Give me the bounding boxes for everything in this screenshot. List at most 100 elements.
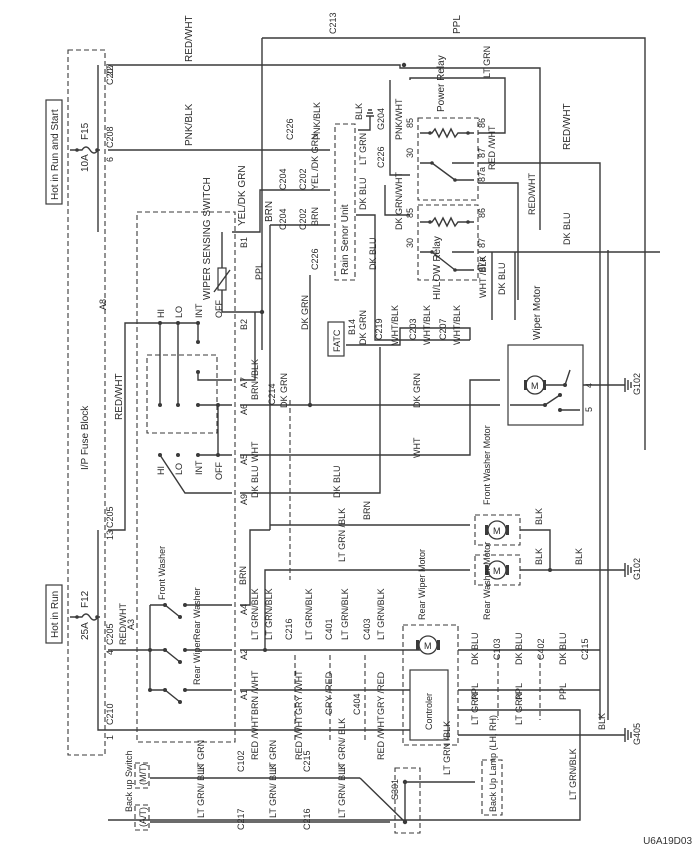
svg-text:C216: C216 — [302, 808, 312, 830]
wire-dkgrn-wht — [384, 185, 410, 216]
rear-wiper-washer-switch: Front Washer Rear Washer Rear Wiper — [148, 546, 232, 704]
splice-s301: S301 — [359, 767, 421, 834]
svg-text:WHT/BLK: WHT/BLK — [452, 305, 462, 345]
svg-text:M: M — [493, 566, 501, 576]
ground-g405-icon — [624, 728, 632, 742]
svg-text:Back up Switch: Back up Switch — [124, 750, 134, 812]
svg-text:RED/WHT: RED/WHT — [562, 103, 573, 150]
svg-text:BLK: BLK — [354, 103, 364, 120]
svg-text:LT GRN: LT GRN — [482, 46, 492, 78]
svg-text:LO: LO — [174, 463, 184, 475]
ground-g102-top-label: G102 — [632, 373, 642, 395]
svg-text:DK GRN: DK GRN — [300, 295, 310, 330]
svg-text:Front Washer Motor: Front Washer Motor — [482, 425, 492, 505]
variable-resistor — [213, 232, 232, 313]
svg-text:RED/WHT: RED/WHT — [184, 15, 195, 62]
svg-text:C213: C213 — [328, 12, 338, 34]
svg-text:B14: B14 — [347, 319, 357, 335]
svg-text:DK BLU: DK BLU — [558, 632, 568, 665]
svg-text:PNK/BLK: PNK/BLK — [312, 102, 322, 140]
svg-text:DK BLU: DK BLU — [358, 177, 368, 210]
svg-text:Hot in Run: Hot in Run — [50, 591, 61, 638]
svg-text:C404: C404 — [352, 693, 362, 715]
svg-text:DK GRN/WHT: DK GRN/WHT — [394, 172, 404, 230]
svg-text:LT GRN/BLK: LT GRN/BLK — [250, 588, 260, 640]
svg-text:RED /WHT: RED /WHT — [294, 715, 304, 760]
rear-wiper-motor: M Rear Wiper Motor — [402, 549, 459, 746]
svg-text:DK BLU: DK BLU — [514, 632, 524, 665]
svg-text:LT GRN/ BLK: LT GRN/ BLK — [337, 764, 347, 818]
controller: Controler — [409, 669, 449, 741]
svg-text:WHT: WHT — [250, 441, 260, 462]
svg-text:WHT/BLK: WHT/BLK — [422, 305, 432, 345]
svg-text:M: M — [424, 641, 432, 651]
svg-text:C214: C214 — [267, 383, 277, 405]
svg-text:C207: C207 — [438, 318, 448, 340]
front-wiper-switch-bottom: HI LO INT OFF — [156, 453, 232, 494]
svg-text:86: 86 — [477, 208, 487, 218]
figure-id: U6A19D03 — [643, 836, 692, 847]
svg-text:C215: C215 — [580, 638, 590, 660]
svg-text:LT GRN/ BLK: LT GRN/ BLK — [268, 764, 278, 818]
svg-text:GRY /RED: GRY /RED — [324, 671, 334, 715]
svg-text:BRN: BRN — [238, 566, 248, 585]
svg-text:C202: C202 — [298, 168, 308, 190]
svg-text:Rear Wiper Motor: Rear Wiper Motor — [417, 549, 427, 620]
svg-text:C402: C402 — [536, 638, 546, 660]
svg-text:WHT/BLK: WHT/BLK — [390, 305, 400, 345]
wire-red-wht-87 — [478, 162, 601, 450]
svg-text:85: 85 — [405, 208, 415, 218]
svg-text:PPL: PPL — [514, 683, 524, 700]
conn-c205-4: C205 — [105, 623, 115, 645]
hot-in-run-and-start-label: Hot in Run and Start — [45, 99, 63, 205]
svg-text:LT GRN: LT GRN — [358, 133, 368, 165]
svg-text:PPL: PPL — [558, 683, 568, 700]
svg-text:LT GRN/BLK: LT GRN/BLK — [340, 588, 350, 640]
svg-text:BRN /BLK: BRN /BLK — [250, 359, 260, 400]
svg-text:LT GRN /BLK: LT GRN /BLK — [442, 721, 452, 775]
svg-text:DK BLU: DK BLU — [250, 465, 260, 498]
svg-text:87: 87 — [477, 148, 487, 158]
fuse-block-title: I/P Fuse Block — [80, 405, 91, 470]
svg-text:C204: C204 — [278, 208, 288, 230]
svg-text:C217: C217 — [236, 808, 246, 830]
svg-text:LT GRN/BLK: LT GRN/BLK — [568, 748, 578, 800]
ground-g102-top-icon — [624, 378, 632, 392]
svg-text:GRY /WHT: GRY /WHT — [294, 670, 304, 715]
svg-text:LO: LO — [174, 306, 184, 318]
wiper-switch-outline — [136, 211, 236, 743]
wiper-motor: Wiper Motor M — [507, 285, 584, 426]
svg-text:DK BLU: DK BLU — [497, 262, 507, 295]
svg-text:LT GRN/BLK: LT GRN/BLK — [264, 588, 274, 640]
svg-text:C215: C215 — [302, 750, 312, 772]
svg-text:INT: INT — [194, 303, 204, 318]
conn-c205-13: C205 — [105, 506, 115, 528]
svg-text:S301: S301 — [390, 779, 400, 800]
svg-text:Controler: Controler — [424, 693, 434, 730]
svg-text:GRY /RED: GRY /RED — [376, 671, 386, 715]
svg-text:WHT /BLK: WHT /BLK — [478, 256, 488, 298]
ground-g102-bottom-label: G102 — [632, 558, 642, 580]
svg-text:C203: C203 — [408, 318, 418, 340]
svg-text:Rear Washer: Rear Washer — [192, 587, 202, 640]
svg-text:F15: F15 — [80, 122, 91, 140]
svg-text:Power Relay: Power Relay — [436, 55, 447, 112]
svg-text:LT GRN/ BLK: LT GRN/ BLK — [196, 764, 206, 818]
svg-text:LT GRN: LT GRN — [196, 740, 206, 772]
svg-text:87a: 87a — [477, 257, 487, 272]
svg-text:Rear Washer Motor: Rear Washer Motor — [482, 542, 492, 620]
svg-text:OFF: OFF — [214, 300, 224, 318]
svg-text:Rear Wiper: Rear Wiper — [192, 639, 202, 685]
svg-text:A4: A4 — [239, 604, 249, 615]
svg-text:B1: B1 — [239, 237, 249, 248]
svg-text:C226: C226 — [285, 118, 295, 140]
svg-text:C216: C216 — [284, 618, 294, 640]
svg-text:RED /WHT: RED /WHT — [250, 715, 260, 760]
svg-text:BLK: BLK — [574, 548, 584, 565]
svg-text:LT GRN/BLK: LT GRN/BLK — [304, 588, 314, 640]
wire-red-wht-a8 — [108, 322, 140, 531]
backup-lamp: Back Up Lamp (LH, RH) — [481, 715, 503, 816]
svg-text:C102: C102 — [236, 750, 246, 772]
bus-run — [97, 530, 108, 731]
wiper-sensing-switch-label: WIPER SENSING SWITCH — [202, 177, 213, 300]
